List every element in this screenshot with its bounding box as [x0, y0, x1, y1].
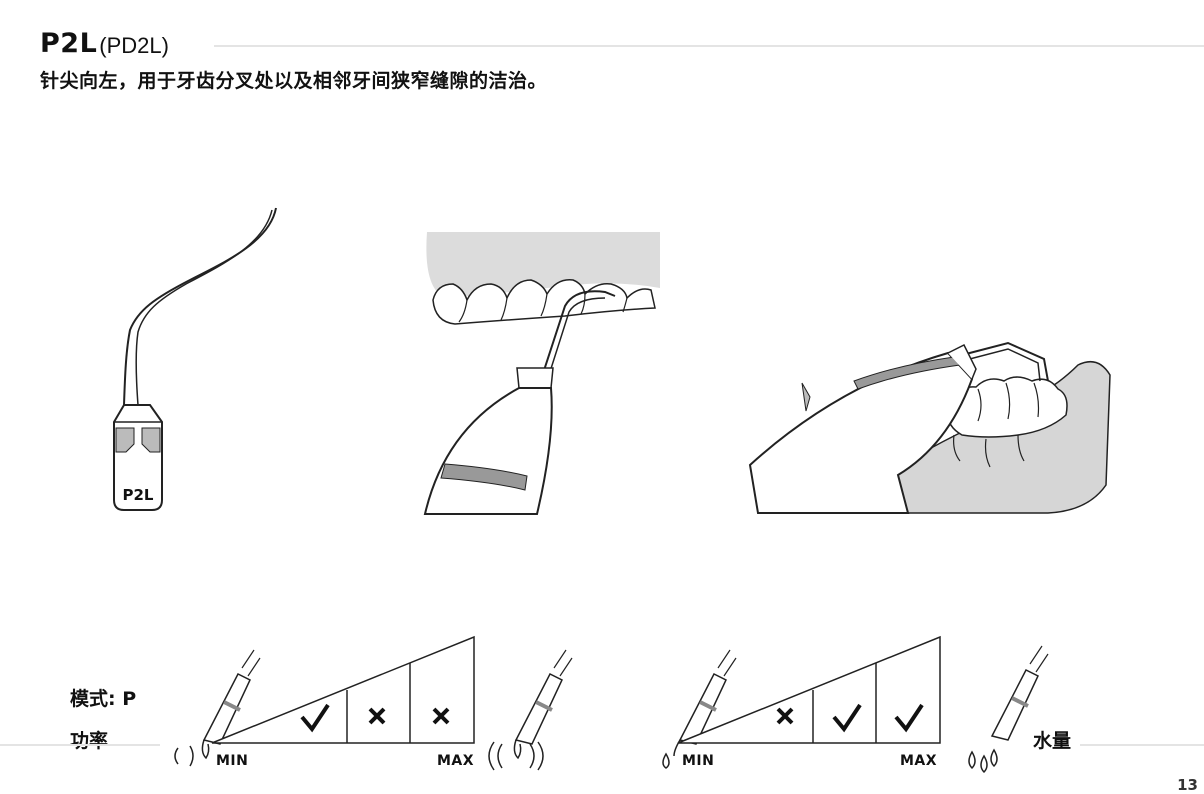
- water-max-label: MAX: [900, 753, 938, 769]
- page-title: P2L (PD2L): [40, 30, 169, 57]
- scaler-tip-illustration: P2L: [113, 207, 277, 511]
- footer-divider: [0, 744, 160, 746]
- page-number: 13: [1177, 776, 1198, 794]
- tip-engraving: P2L: [123, 486, 154, 504]
- model-code: (PD2L): [99, 33, 169, 58]
- molar-teeth-illustration: [748, 341, 1111, 514]
- check-icon: [832, 703, 862, 733]
- check-icon: [894, 703, 924, 733]
- cross-icon: [432, 707, 450, 725]
- cross-icon: [776, 707, 794, 725]
- handpiece-icon-water-max: [968, 645, 1049, 774]
- handpiece-icon-water-min: [662, 649, 737, 769]
- footer-divider: [1080, 744, 1204, 746]
- mode-label: 模式: P: [70, 688, 137, 710]
- power-scale: [211, 635, 475, 744]
- water-label: 水量: [1033, 730, 1072, 752]
- handpiece-icon-power-min: [174, 649, 261, 767]
- power-min-label: MIN: [216, 753, 249, 769]
- water-min-label: MIN: [682, 753, 715, 769]
- handpiece-icon-power-max: [488, 649, 573, 771]
- water-scale: [677, 635, 941, 744]
- cross-icon: [368, 707, 386, 725]
- power-label: 功率: [70, 730, 109, 752]
- front-teeth-illustration: [423, 232, 660, 515]
- check-icon: [300, 703, 330, 733]
- power-max-label: MAX: [437, 753, 475, 769]
- model-name: P2L: [40, 28, 98, 59]
- tip-description: 针尖向左，用于牙齿分叉处以及相邻牙间狭窄缝隙的洁治。: [40, 70, 548, 92]
- title-divider: [214, 45, 1204, 47]
